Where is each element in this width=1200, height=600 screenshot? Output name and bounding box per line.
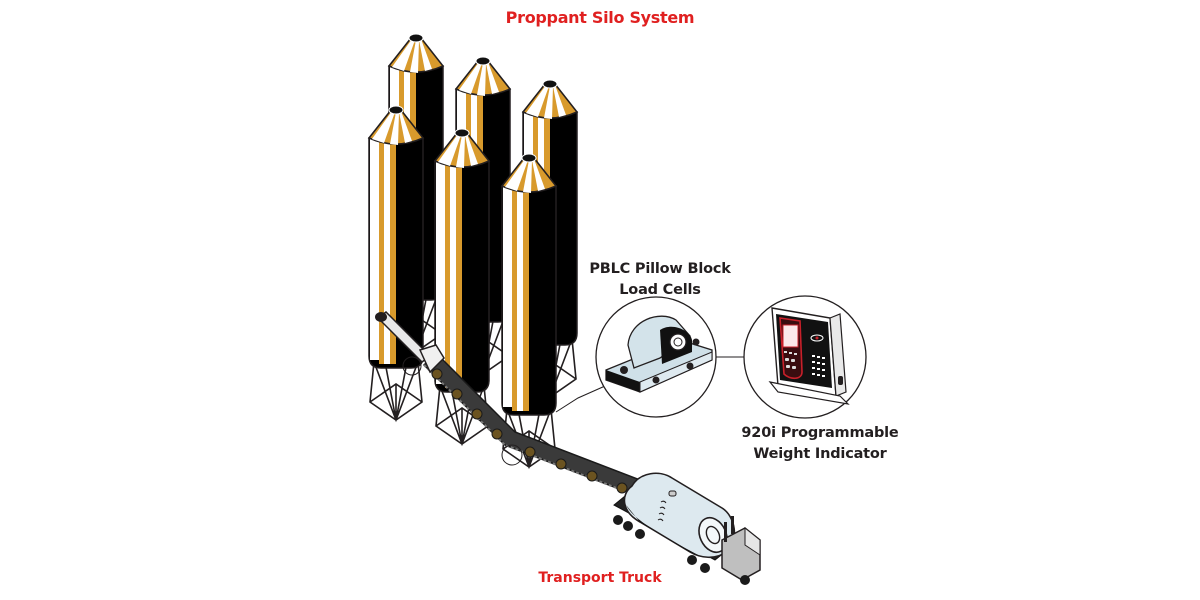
tanker-truck-icon: [613, 472, 761, 585]
belt-roller-icon: [555, 458, 567, 470]
silo-icon: [500, 153, 558, 470]
belt-roller-icon: [524, 446, 536, 458]
conveyor-belt-icon: [375, 311, 650, 498]
weight-indicator-icon: [743, 295, 867, 419]
load-cells-label-line2: Load Cells: [619, 282, 701, 298]
indicator-label-line1: 920i Programmable: [741, 425, 899, 441]
silo-group: [367, 33, 579, 470]
diagram-title: Proppant Silo System: [505, 8, 695, 27]
silo-icon: [367, 105, 425, 423]
indicator-label-line2: Weight Indicator: [753, 446, 887, 462]
indicator-label: 920i Programmable Weight Indicator: [720, 423, 920, 465]
belt-roller-icon: [431, 368, 443, 380]
load-cell-connector-line: [555, 385, 606, 413]
truck-label: Transport Truck: [538, 570, 662, 586]
load-cells-label-line1: PBLC Pillow Block: [589, 261, 731, 277]
load-cells-label: PBLC Pillow Block Load Cells: [580, 259, 740, 301]
load-cell-icon: [595, 296, 717, 418]
belt-roller-icon: [451, 388, 463, 400]
belt-roller-icon: [616, 482, 628, 494]
belt-roller-icon: [471, 408, 483, 420]
belt-roller-icon: [586, 470, 598, 482]
belt-roller-icon: [491, 428, 503, 440]
silo-icon: [433, 128, 491, 447]
